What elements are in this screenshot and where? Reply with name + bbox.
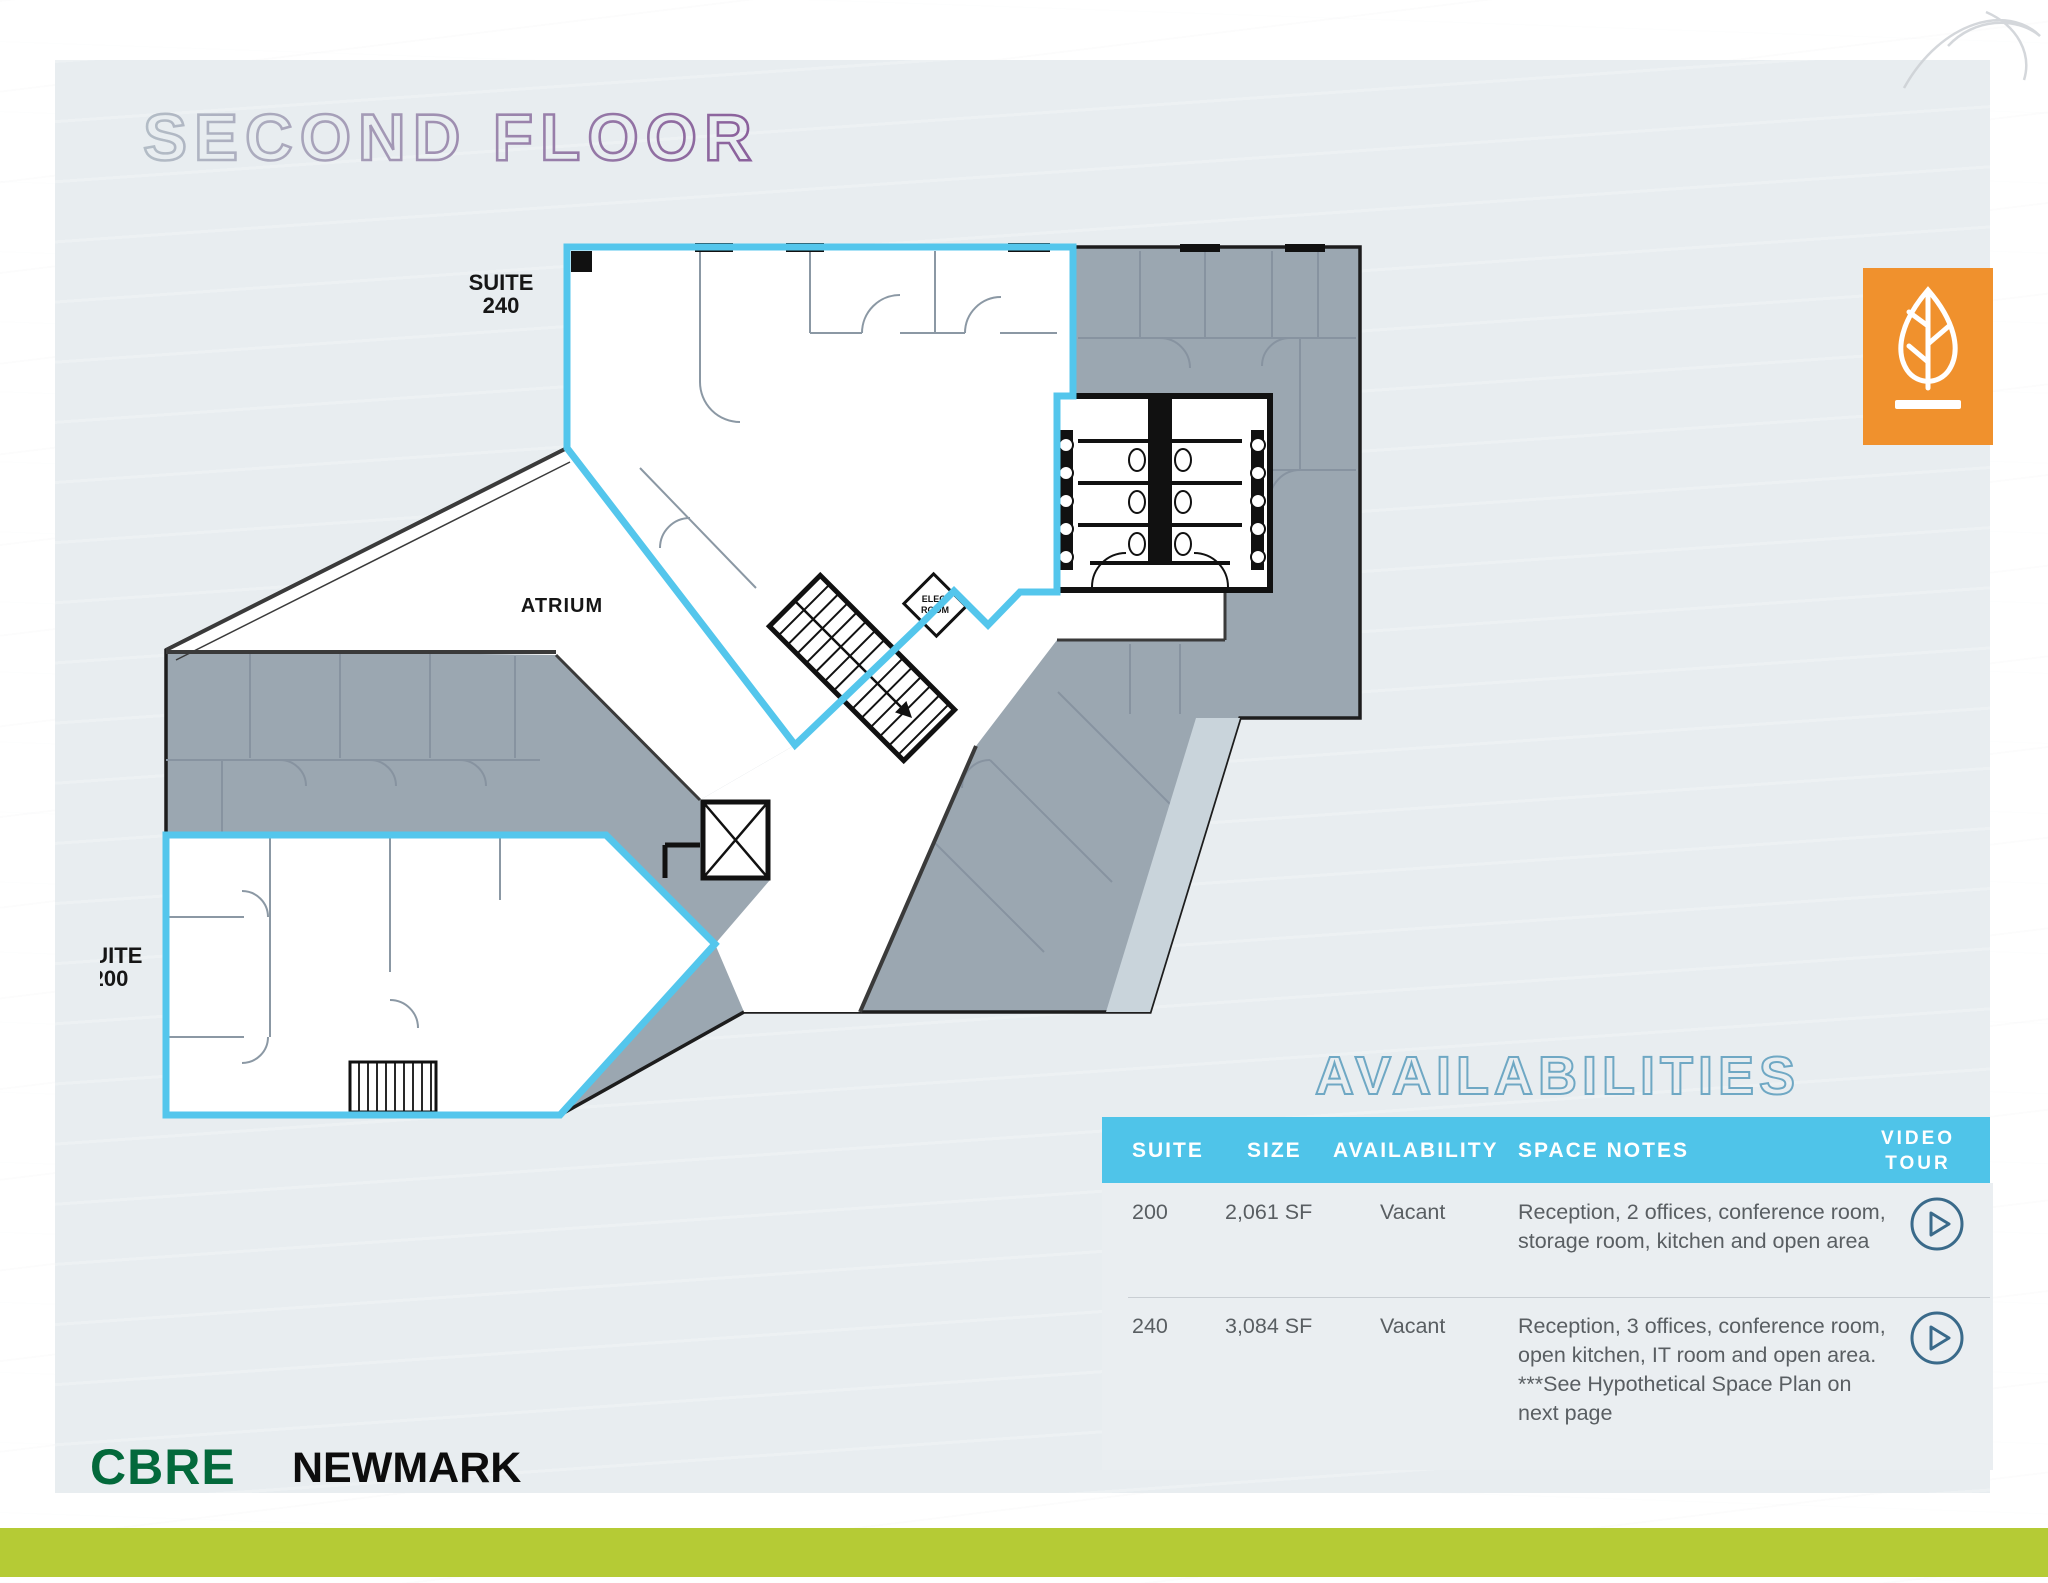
page-curl-decoration	[1902, 10, 2041, 89]
corridor-area	[700, 591, 1057, 1012]
elevator-shaft	[662, 799, 771, 881]
atrium-label: ATRIUM	[521, 595, 603, 617]
corridor-east	[1057, 592, 1225, 640]
table-row-divider	[1128, 1297, 1990, 1298]
elec-room-label-1: ELEC.	[922, 594, 949, 604]
cbre-logo: CBRE	[90, 1439, 236, 1495]
row1-space-notes: Reception, 2 offices, conference room, s…	[1518, 1200, 1886, 1253]
suite-240-area	[567, 247, 1073, 745]
suite-200-outline	[162, 831, 720, 1119]
col-header-space-notes: SPACE NOTES	[1518, 1139, 1689, 1162]
col-header-size: SIZE	[1247, 1139, 1302, 1162]
video-tour-play-button[interactable]	[1909, 1196, 1965, 1252]
row2-space-notes: Reception, 3 offices, conference room, o…	[1518, 1314, 1886, 1425]
atrium-area	[166, 448, 795, 800]
row2-suite: 240	[1132, 1314, 1168, 1338]
suite-200-label-line2: 200	[100, 966, 128, 991]
row2-availability: Vacant	[1380, 1314, 1446, 1338]
row1-size: 2,061 SF	[1225, 1200, 1313, 1224]
leaf-icon	[1895, 286, 1961, 409]
walkway-strip	[1106, 718, 1240, 1012]
play-icon	[1929, 1211, 1951, 1237]
suite-200-label-line1: SUITE	[100, 943, 142, 968]
suite-240-label-line2: 240	[483, 293, 520, 318]
row2-size: 3,084 SF	[1225, 1314, 1313, 1338]
newmark-logo: NEWMARK	[292, 1444, 522, 1492]
leaf-badge	[1863, 268, 1993, 445]
suite-200-area	[166, 835, 715, 1115]
availabilities-title: AVAILABILITIES	[1314, 1045, 1800, 1107]
floor-plan: ELEC. ROOM	[100, 243, 1362, 1119]
restroom-detail	[1054, 393, 1273, 593]
suite-partitions	[166, 251, 1057, 1064]
row1-suite: 200	[1132, 1200, 1168, 1224]
col-header-suite: SUITE	[1132, 1139, 1204, 1162]
video-tour-play-button[interactable]	[1909, 1310, 1965, 1366]
col-header-availability: AVAILABILITY	[1333, 1139, 1499, 1162]
page-title: SECOND FLOOR	[143, 99, 759, 176]
suite-200-stair	[348, 1060, 438, 1114]
suite-240-outline	[563, 243, 1077, 751]
atrium-curtain-wall	[165, 446, 1227, 1013]
availability-table-body	[1102, 1183, 1993, 1470]
leased-room-partitions	[166, 251, 1356, 953]
availability-table-header: SUITE SIZE AVAILABILITY SPACE NOTES VIDE…	[1102, 1117, 1990, 1183]
col-header-video-tour: VIDEO TOUR	[1880, 1128, 1956, 1174]
footer-green-bar	[0, 1528, 2048, 1577]
play-icon	[1929, 1325, 1951, 1351]
main-stair	[765, 571, 959, 765]
row1-availability: Vacant	[1380, 1200, 1446, 1224]
suite-240-label-line1: SUITE	[469, 270, 534, 295]
page-title-text: SECOND FLOOR	[143, 100, 759, 174]
availabilities-title-text: AVAILABILITIES	[1315, 1046, 1800, 1106]
